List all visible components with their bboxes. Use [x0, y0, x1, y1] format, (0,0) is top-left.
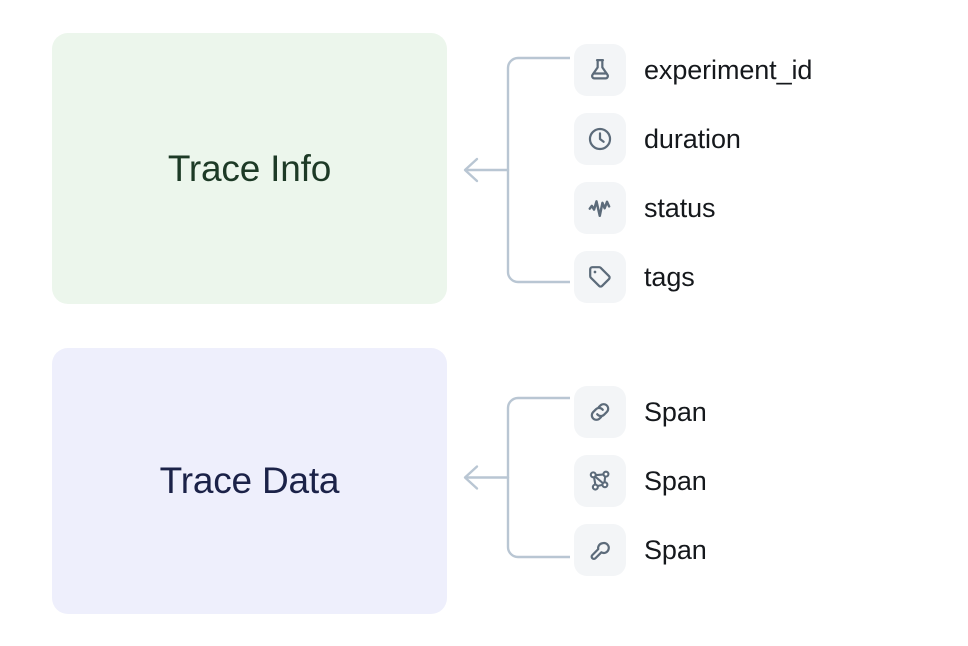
wrench-icon — [574, 524, 626, 576]
activity-icon — [574, 182, 626, 234]
attribute-label: experiment_id — [644, 54, 813, 85]
clock-icon — [574, 113, 626, 165]
flask-icon — [574, 44, 626, 96]
attribute-label: duration — [644, 123, 741, 154]
group-box-trace-data[interactable]: Trace Data — [52, 348, 447, 614]
span-label: Span — [644, 534, 707, 565]
connector-bracket-trace-info — [463, 56, 570, 284]
group-label-trace-data: Trace Data — [159, 460, 340, 501]
group-box-trace-info[interactable]: Trace Info — [52, 33, 447, 304]
attribute-label: tags — [644, 261, 695, 292]
span-row-link[interactable]: Span — [574, 386, 707, 438]
network-icon — [574, 455, 626, 507]
span-row-wrench[interactable]: Span — [574, 524, 707, 576]
group-label-trace-info: Trace Info — [167, 147, 332, 189]
span-label: Span — [644, 396, 707, 427]
attribute-row-status[interactable]: status — [574, 182, 716, 234]
attribute-label: status — [644, 192, 716, 223]
connector-bracket-trace-data — [463, 396, 570, 559]
tag-icon — [574, 251, 626, 303]
link-icon — [574, 386, 626, 438]
attribute-row-experiment-id[interactable]: experiment_id — [574, 44, 812, 96]
span-row-network[interactable]: Span — [574, 455, 707, 507]
attribute-row-duration[interactable]: duration — [574, 113, 741, 165]
attribute-row-tags[interactable]: tags — [574, 251, 695, 303]
span-label: Span — [644, 465, 707, 496]
